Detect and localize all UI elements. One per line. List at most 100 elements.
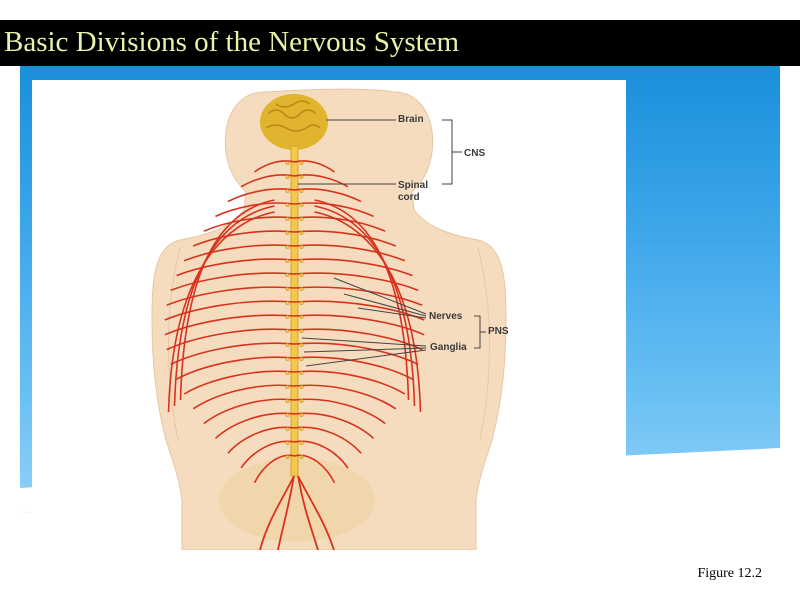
nerve-branch [166, 286, 295, 306]
ganglion-dot [299, 245, 304, 249]
ganglion-dot [285, 231, 290, 235]
ganglion-dot [299, 217, 304, 221]
ganglion-dot [299, 427, 304, 431]
ganglion-dot [285, 357, 290, 361]
nerve-branch [294, 412, 375, 439]
ganglion-dot [299, 315, 304, 319]
nerve-branch [294, 398, 386, 425]
ganglion-dot [299, 273, 304, 277]
ganglion-dot [285, 371, 290, 375]
nerve-branch [294, 174, 349, 188]
ganglion-dot [299, 455, 304, 459]
nerve-branch [294, 258, 413, 277]
pelvis [219, 458, 375, 542]
nerve-branch [183, 370, 295, 395]
ganglion-dot [285, 301, 290, 305]
ganglion-dot [285, 329, 290, 333]
ganglion-dot [299, 203, 304, 207]
nerve-branch [170, 342, 295, 366]
ganglion-dot [299, 175, 304, 179]
nerve-branches-right [294, 160, 425, 484]
spinal-cord-shape [290, 145, 299, 477]
ganglion-dot [299, 189, 304, 193]
nerve-branch [203, 398, 295, 425]
nerve-branch [176, 258, 295, 277]
ganglion-dot [285, 175, 290, 179]
nerve-branch [294, 272, 419, 292]
ganglion-dot [285, 245, 290, 249]
figure-panel: Brain CNS Spinal cord Nerves Ganglia PNS [32, 80, 626, 550]
ganglion-dot [299, 259, 304, 263]
nerve-branch [253, 454, 295, 484]
title-bar [0, 20, 800, 66]
label-pns: PNS [488, 326, 509, 337]
leader-lines [298, 119, 486, 367]
nerve-branch [294, 216, 386, 232]
nerve-branch [294, 370, 406, 395]
nerve-branch [294, 160, 335, 173]
ganglion-dot [285, 203, 290, 207]
ganglion-dot [299, 399, 304, 403]
nerve-branch [176, 356, 295, 380]
nerve-branch [294, 230, 397, 247]
nerve-branch [192, 230, 295, 247]
nerve-branch [164, 314, 295, 336]
nerve-branches-left [164, 160, 295, 484]
nerve-branch [294, 244, 406, 262]
ganglion-dot [299, 329, 304, 333]
ganglion-dot [299, 301, 304, 305]
nerve-branch [164, 300, 295, 321]
nerve-branch [192, 384, 295, 410]
nerve-branch [294, 454, 336, 484]
ganglion-dot [285, 413, 290, 417]
label-ganglia: Ganglia [430, 342, 467, 353]
nerve-branch [170, 272, 295, 292]
ganglion-dot [299, 441, 304, 445]
nerve-branch [203, 216, 295, 232]
nerve-branch [215, 202, 295, 218]
label-cns: CNS [464, 148, 486, 159]
nerve-branch [166, 328, 295, 351]
ganglion-dot [299, 371, 304, 375]
slide-title: Basic Divisions of the Nervous System [4, 26, 460, 58]
figure-caption: Figure 12.2 [697, 566, 762, 581]
ganglion-dot [285, 455, 290, 459]
ganglion-dot [285, 259, 290, 263]
label-spinal-cord-line1: Spinal [398, 180, 429, 191]
ganglion-dot [299, 161, 304, 165]
nerve-branch [294, 328, 423, 351]
label-nerves: Nerves [429, 311, 463, 322]
ganglion-dot [299, 413, 304, 417]
ganglion-dot [299, 385, 304, 389]
ganglion-dot [285, 217, 290, 221]
label-brain: Brain [398, 114, 424, 125]
ganglion-dot [285, 287, 290, 291]
ganglion-dot [285, 427, 290, 431]
nerve-branch [294, 384, 397, 410]
ganglion-dot [285, 441, 290, 445]
label-spinal-cord-line2: cord [398, 192, 420, 203]
nerve-branch [167, 211, 275, 413]
nerve-branch [294, 202, 374, 218]
nerve-branch [294, 342, 419, 366]
nerve-branch [314, 211, 422, 413]
brain-shape [260, 94, 328, 150]
nerve-branch [254, 160, 295, 173]
nerve-branch [183, 244, 295, 262]
ganglion-dot [285, 189, 290, 193]
ganglion-dot [285, 273, 290, 277]
nerve-branch [294, 314, 425, 336]
ganglion-dot [285, 399, 290, 403]
ganglion-dot [299, 357, 304, 361]
ganglion-dot [285, 343, 290, 347]
nerve-branch [294, 356, 413, 380]
ganglion-dot [299, 343, 304, 347]
ganglion-dot [285, 161, 290, 165]
nerve-branch [240, 174, 295, 188]
ganglion-dot [285, 385, 290, 389]
ganglion-dot [285, 315, 290, 319]
ganglion-dot [299, 287, 304, 291]
nervous-system-illustration [151, 88, 507, 550]
nerve-branch [214, 412, 295, 439]
ganglion-dot [299, 231, 304, 235]
